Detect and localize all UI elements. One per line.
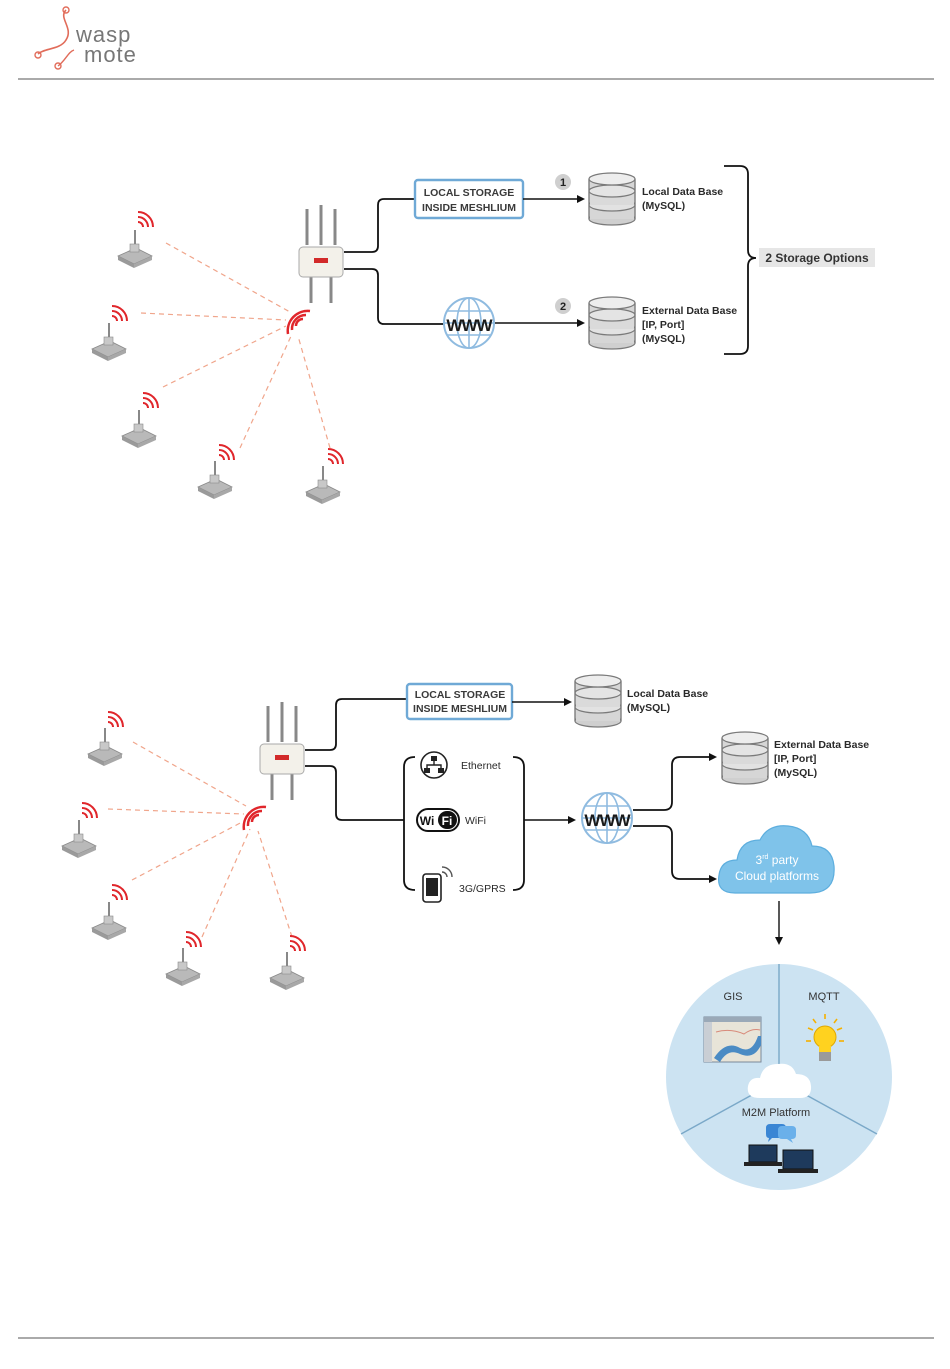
diagram2-node-5: [270, 936, 305, 990]
brand-logo: wasp mote: [35, 7, 137, 69]
diagram2-node-2: [62, 803, 97, 858]
diagram2-link-cloud: [633, 826, 710, 879]
diagram1-external-db-line2: [IP, Port]: [642, 319, 684, 331]
diagram1-local-db-line1: Local Data Base: [642, 186, 723, 198]
diagram2-arrow-platforms: [775, 937, 783, 945]
svg-text:1: 1: [560, 177, 566, 189]
diagram2-local-db-icon: [575, 675, 621, 727]
wifi-icon: Wi Fi: [417, 809, 459, 831]
diagram2-local-db-line1: Local Data Base: [627, 688, 708, 700]
diagram1-arrow-external: [577, 319, 585, 327]
interface-3g-label: 3G/GPRS: [459, 883, 506, 895]
svg-text:Fi: Fi: [442, 814, 453, 828]
cloud-line1: 3rd party: [756, 853, 799, 867]
interface-ethernet-label: Ethernet: [461, 760, 501, 772]
diagram2-gateway-signal: [244, 807, 266, 830]
diagram2-node-1: [88, 712, 123, 766]
diagram1-options-brace: [724, 166, 756, 354]
diagram1-arrow-local: [577, 195, 585, 203]
diagram2-link-local: [305, 699, 406, 750]
diagram1-link-www: [344, 269, 444, 324]
diagram2-storage-line2: INSIDE MESHLIUM: [413, 703, 507, 715]
brand-line2: mote: [84, 42, 137, 67]
diagram2-external-db-icon: [722, 732, 768, 784]
diagram1-external-db-icon: [589, 297, 635, 349]
diagram2-arrow-www: [568, 816, 576, 824]
diagram2-link-external: [633, 757, 710, 810]
diagram2-www-label: WWW: [584, 811, 631, 830]
diagram1-storage-line2: INSIDE MESHLIUM: [422, 202, 516, 214]
diagram1-storage-line1: LOCAL STORAGE: [424, 187, 515, 199]
diagram-2: LOCAL STORAGE INSIDE MESHLIUM Local Data…: [62, 675, 892, 1190]
diagram2-external-db-line2: [IP, Port]: [774, 753, 816, 765]
ethernet-icon: [421, 752, 447, 778]
cloud-line2: Cloud platforms: [735, 869, 819, 883]
gis-map-icon: [704, 1017, 761, 1062]
svg-text:Wi: Wi: [420, 814, 435, 828]
diagram2-node-3: [92, 885, 127, 940]
diagram2-external-db-line3: (MySQL): [774, 767, 817, 779]
diagram2-gateway: [260, 702, 304, 800]
diagram1-external-db-line1: External Data Base: [642, 305, 737, 317]
diagram2-external-db-line1: External Data Base: [774, 739, 869, 751]
diagram1-www-label: WWW: [446, 316, 493, 335]
diagram1-gateway-signal: [288, 311, 310, 334]
platform-gis-label: GIS: [724, 991, 743, 1003]
diagram1-external-db-line3: (MySQL): [642, 333, 685, 345]
platform-mqtt-label: MQTT: [808, 991, 839, 1003]
diagram1-node-3: [122, 393, 158, 448]
platform-m2m-label: M2M Platform: [742, 1107, 810, 1119]
diagram2-interfaces-left-bracket: [404, 757, 415, 890]
diagram2-arrow-local: [564, 698, 572, 706]
diagram-1: LOCAL STORAGE INSIDE MESHLIUM 1 Local Da…: [92, 166, 875, 504]
diagram1-node-4: [198, 445, 234, 499]
diagram1-link-local: [344, 199, 414, 252]
diagram1-node-5: [306, 449, 343, 504]
diagram1-node-2: [92, 306, 127, 361]
diagram2-link-interfaces: [305, 766, 404, 820]
diagram1-gateway: [299, 205, 343, 303]
interface-wifi-label: WiFi: [465, 815, 486, 827]
diagram2-interfaces-right-bracket: [513, 757, 524, 890]
diagram1-options-label: 2 Storage Options: [765, 251, 869, 265]
svg-text:2: 2: [560, 301, 566, 313]
diagram2-storage-line1: LOCAL STORAGE: [415, 689, 506, 701]
diagram1-local-db-icon: [589, 173, 635, 225]
diagram1-local-db-line2: (MySQL): [642, 200, 685, 212]
mobile-phone-icon: [423, 867, 452, 902]
diagram2-local-db-line2: (MySQL): [627, 702, 670, 714]
diagram1-node-1: [118, 212, 153, 268]
diagram2-node-4: [166, 932, 201, 986]
